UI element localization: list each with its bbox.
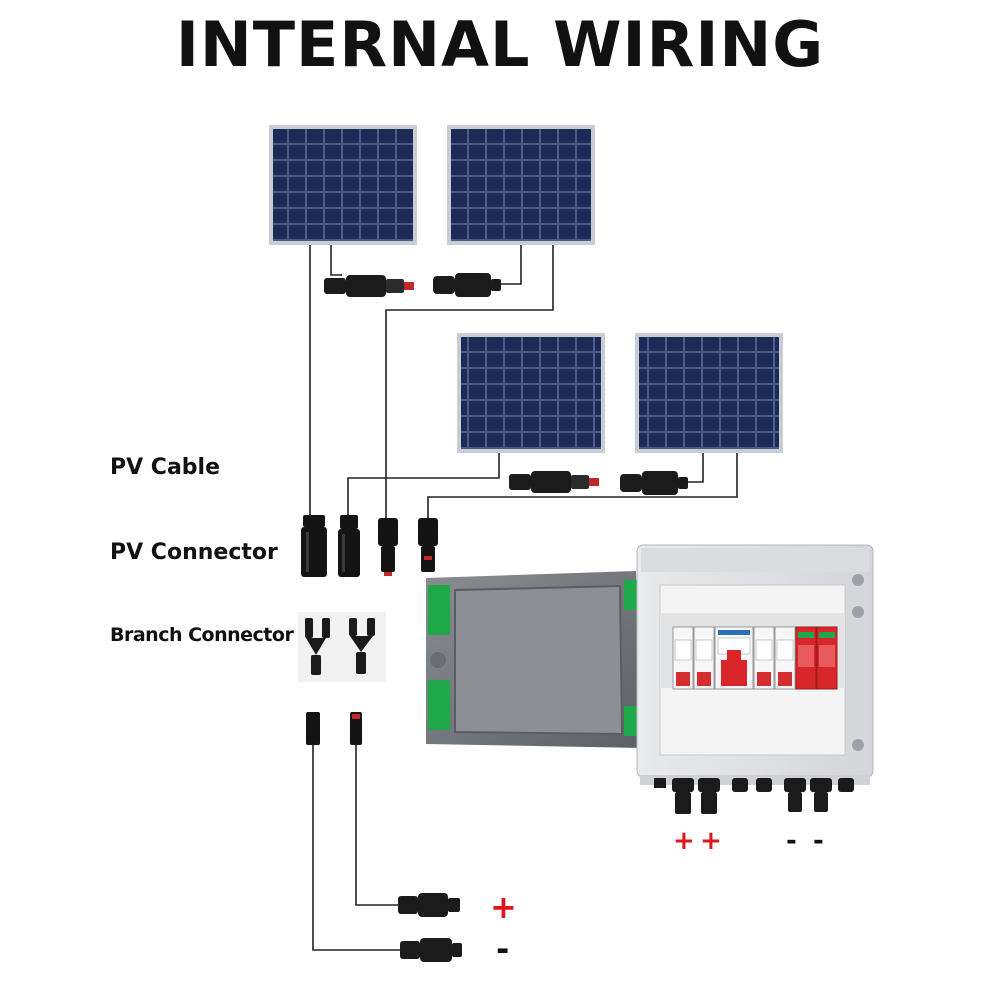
pv-connector	[306, 712, 320, 745]
fuse-holder	[753, 626, 775, 690]
pv-connector-label: PV Connector	[110, 540, 278, 565]
pv-connector	[378, 518, 398, 576]
box-positive-sign: +	[673, 826, 695, 856]
cable-gland-connectors	[654, 778, 854, 814]
output-connector-negative	[400, 938, 462, 962]
surge-protector	[795, 626, 817, 690]
output-negative-sign: -	[496, 930, 510, 968]
pv-cable-label: PV Cable	[110, 455, 221, 480]
mc4-connector-pair	[509, 471, 599, 493]
solar-panel	[635, 333, 783, 453]
pv-connector	[350, 712, 362, 745]
output-connector-positive	[398, 893, 460, 917]
combiner-box	[426, 544, 874, 814]
branch-connector	[298, 612, 343, 682]
solar-panel	[447, 125, 595, 245]
surge-protector	[816, 626, 838, 690]
box-negative-sign: -	[786, 826, 797, 856]
fuse-holder	[774, 626, 796, 690]
box-negative-sign: -	[813, 826, 824, 856]
solar-panel	[269, 125, 417, 245]
output-positive-sign: +	[490, 888, 517, 926]
fuse-holder	[672, 626, 694, 690]
pv-connector	[301, 515, 327, 577]
mc4-connector-pair	[620, 471, 688, 495]
pv-connector	[338, 515, 360, 577]
branch-connector	[341, 612, 386, 682]
mc4-connector-pair	[433, 273, 501, 297]
page-title: INTERNAL WIRING	[175, 8, 825, 81]
mc4-connector-pair	[324, 275, 414, 297]
dc-isolator-breaker	[714, 626, 754, 690]
solar-panel	[457, 333, 605, 453]
pv-cables	[309, 243, 738, 951]
branch-connector-label: Branch Connector	[110, 624, 294, 646]
box-positive-sign: +	[700, 826, 722, 856]
pv-connector	[418, 518, 438, 572]
fuse-holder	[693, 626, 715, 690]
